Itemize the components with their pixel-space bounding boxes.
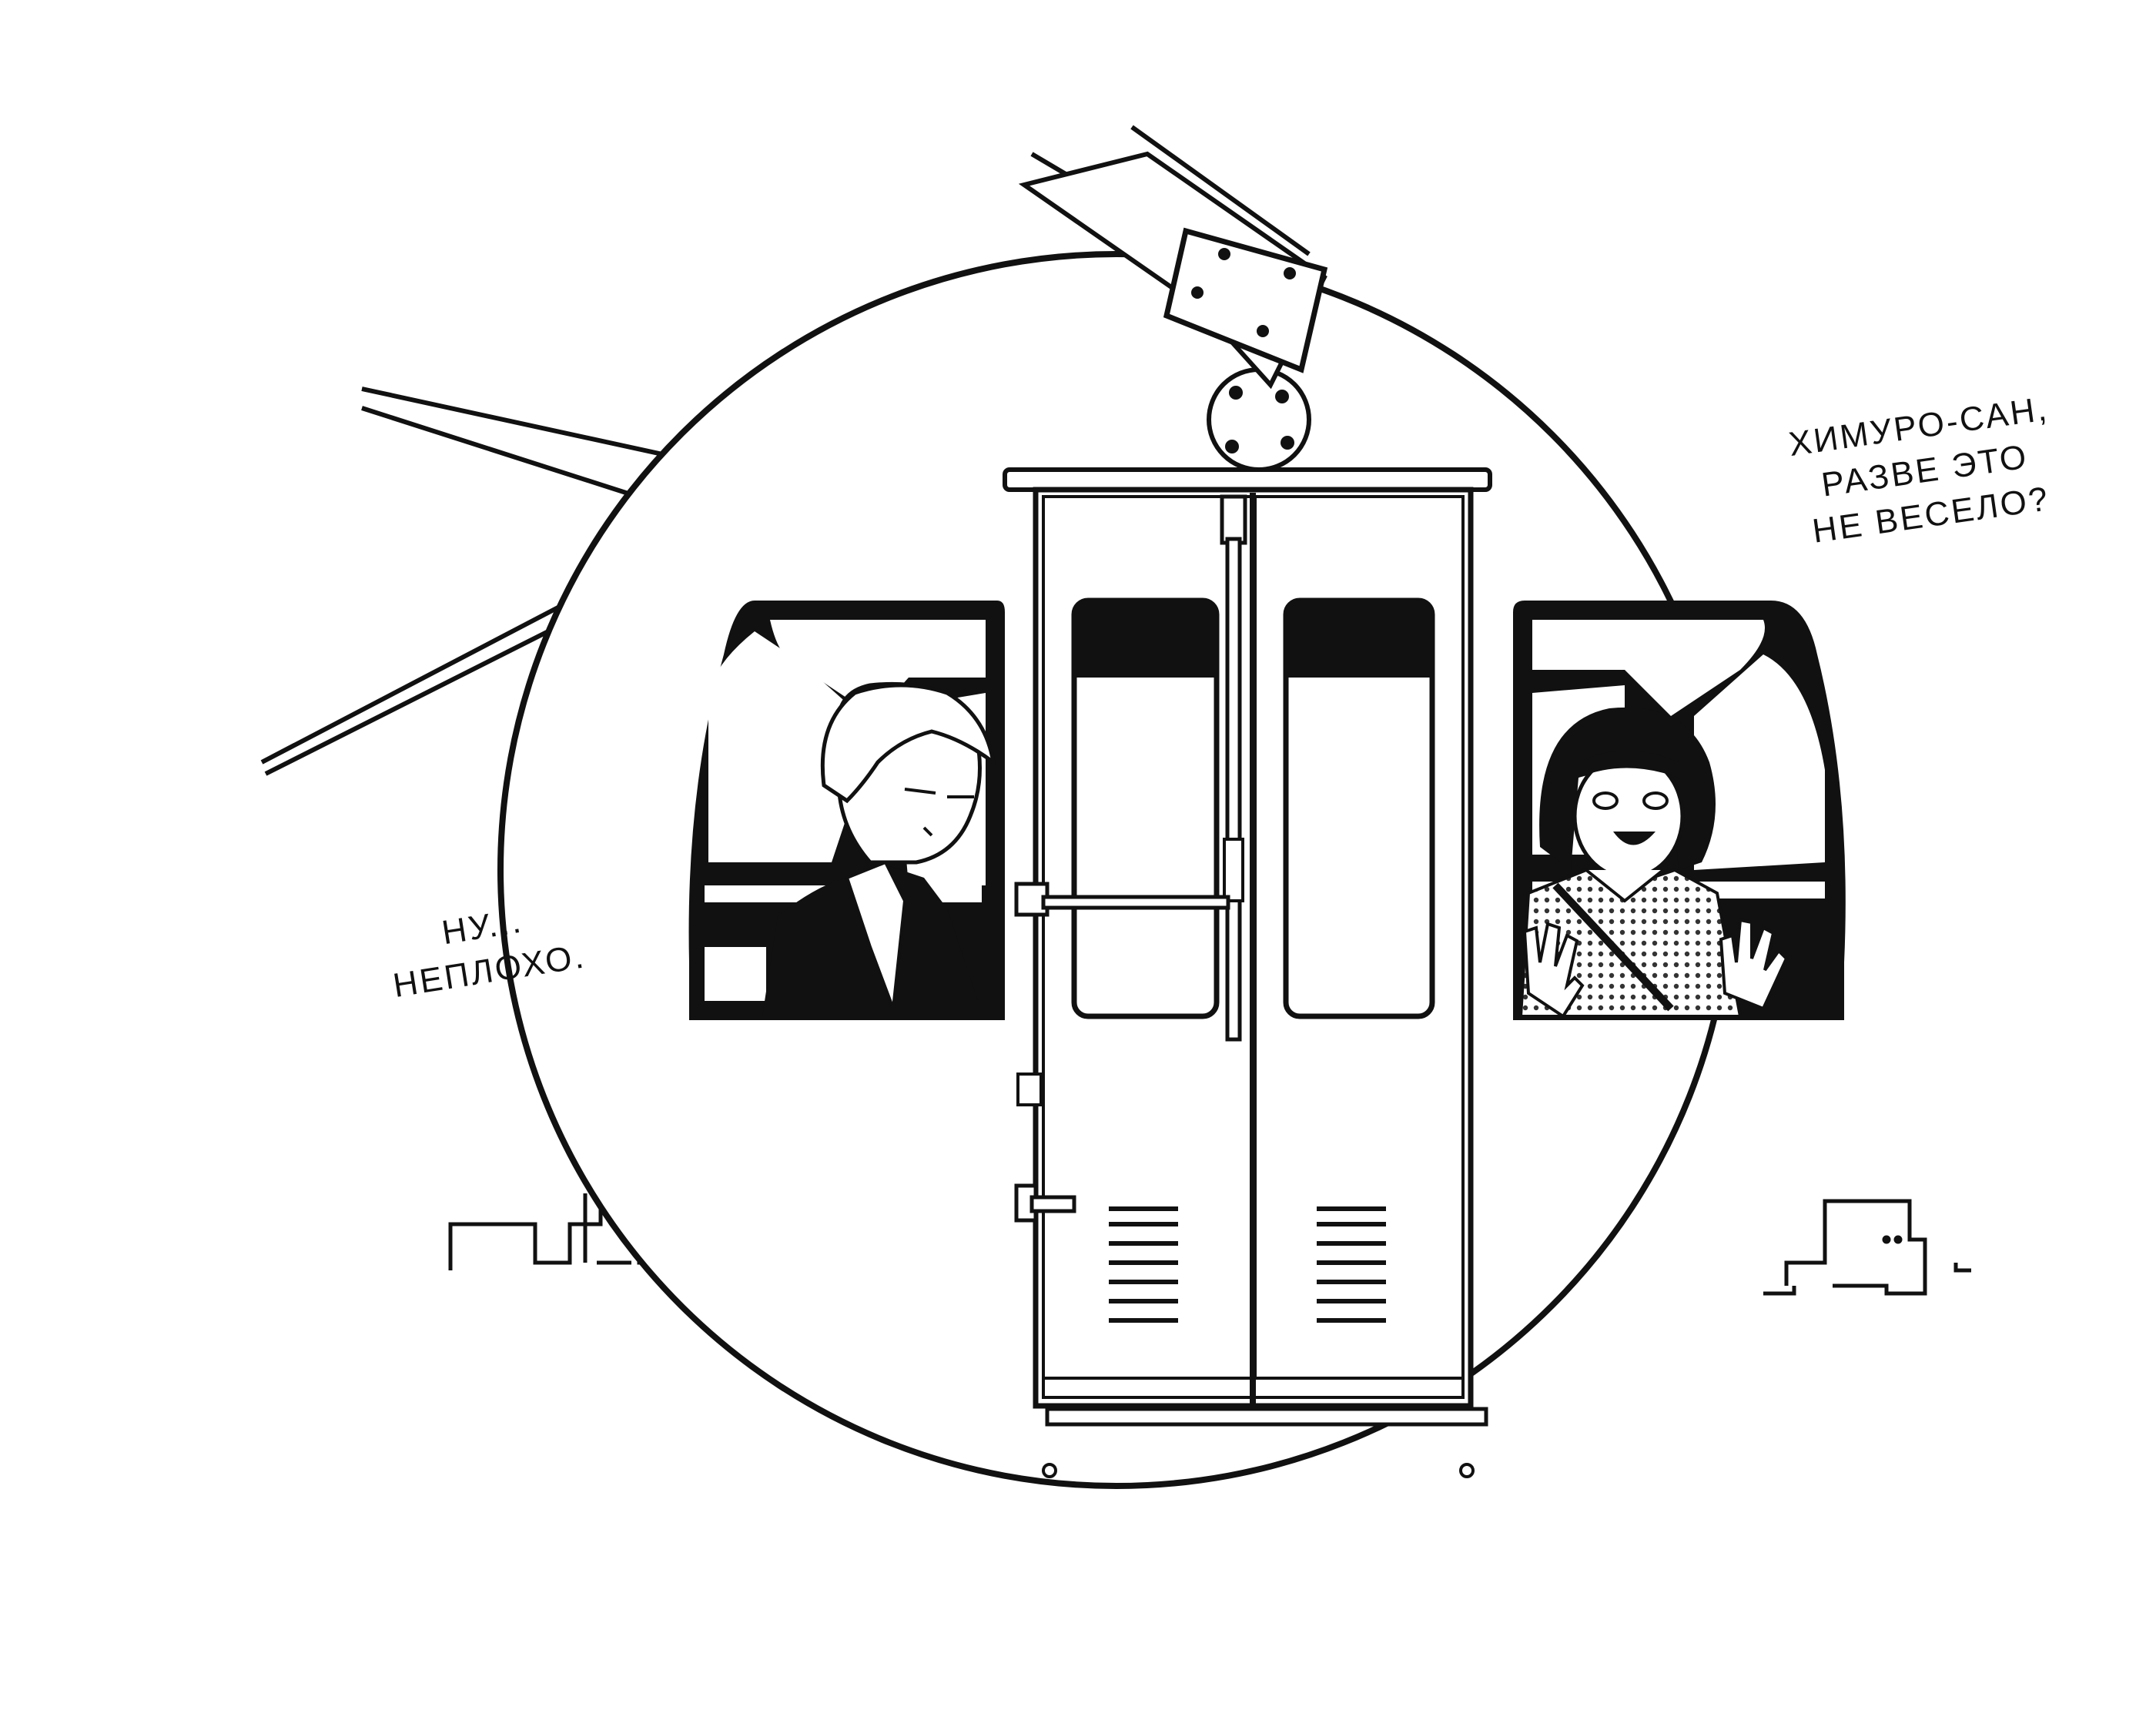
rivets [1042,1463,1475,1478]
girl-right-hand [1719,918,1789,1011]
girl-hair [1539,707,1716,870]
hanger-bracket [1018,151,1328,472]
left-window [688,601,1005,1020]
right-window [1513,601,1846,1020]
girl-left-hand [1522,922,1585,1019]
door-assembly [1003,467,1492,1427]
